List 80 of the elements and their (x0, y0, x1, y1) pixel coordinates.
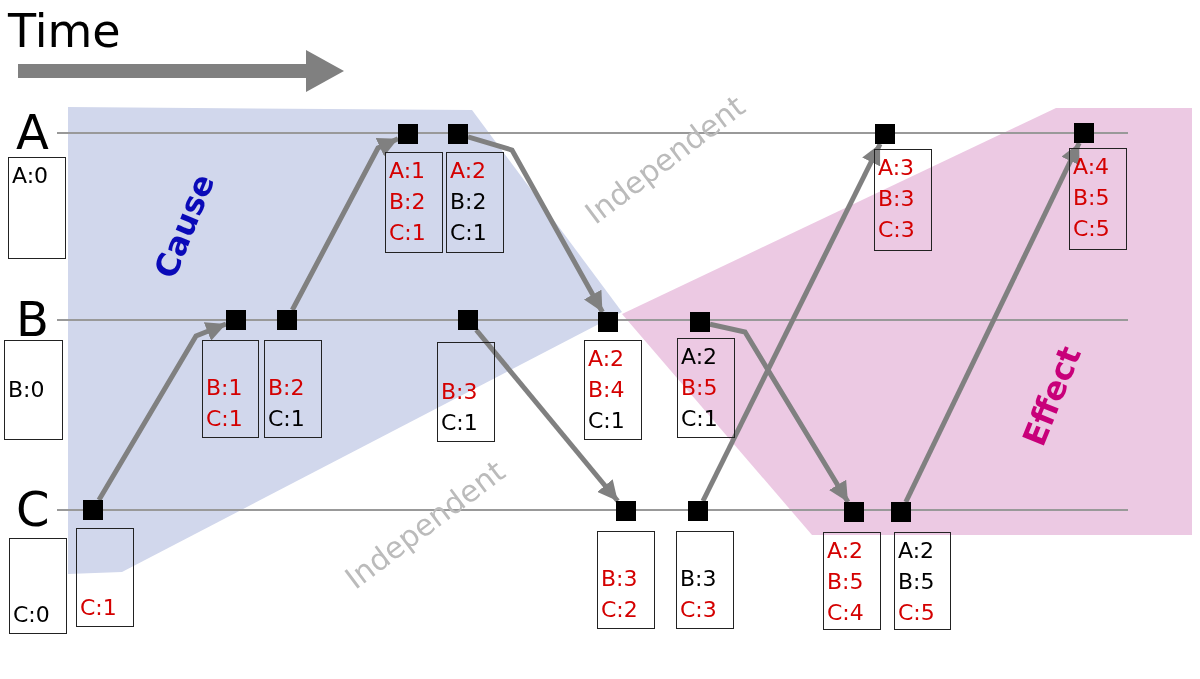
clock-entry: B:5 (898, 568, 936, 596)
event-marker (891, 502, 911, 522)
clock-entry: B:3 (680, 565, 718, 593)
clock-entry: A:2 (588, 345, 626, 373)
process-label: C (16, 485, 50, 533)
event-marker (448, 124, 468, 144)
arrow (700, 142, 883, 503)
clock-entry: B:3 (878, 185, 916, 213)
vector-clock-box (8, 157, 66, 259)
clock-entry: B:2 (268, 374, 306, 402)
event-marker (598, 312, 618, 332)
clock-entry: A:2 (450, 157, 488, 185)
clock-entry: B:0 (8, 376, 46, 404)
clock-entry: C:4 (827, 599, 865, 627)
vector-clock-box (823, 532, 881, 630)
vector-clock-box (76, 528, 134, 627)
event-marker (875, 124, 895, 144)
event-marker (83, 500, 103, 520)
clock-entry: C:3 (680, 596, 718, 624)
vector-clock-box (677, 338, 735, 438)
vector-clock-box (597, 531, 655, 629)
clock-entry: A:2 (681, 343, 719, 371)
clock-entry: A:3 (878, 154, 916, 182)
clock-entry: C:1 (80, 594, 118, 622)
clock-entry: B:2 (450, 188, 488, 216)
clock-entry: B:5 (827, 568, 865, 596)
vector-clock-box (874, 149, 932, 251)
vector-clock-box (676, 531, 734, 629)
clock-entry: B:4 (588, 376, 626, 404)
clock-entry: A:2 (827, 537, 865, 565)
event-marker (277, 310, 297, 330)
clock-entry: B:3 (441, 378, 479, 406)
clock-entry: C:2 (601, 596, 639, 624)
vector-clock-box (264, 340, 322, 438)
arrow (903, 141, 1082, 504)
process-label: B (16, 295, 49, 343)
clock-entry: C:1 (389, 219, 427, 247)
clock-entry: B:1 (206, 374, 244, 402)
vector-clock-box (446, 152, 504, 253)
clock-entry: C:1 (441, 409, 479, 437)
vector-clock-box (437, 342, 495, 442)
vector-clock-box (385, 152, 443, 253)
clock-entry: C:3 (878, 216, 916, 244)
vector-clock-box (4, 340, 63, 440)
event-marker (398, 124, 418, 144)
clock-entry: C:5 (898, 599, 936, 627)
clock-entry: C:5 (1073, 215, 1111, 243)
arrow (474, 328, 620, 503)
clock-entry: C:1 (588, 407, 626, 435)
clock-entry: B:5 (681, 374, 719, 402)
vector-clock-box (202, 340, 259, 438)
clock-entry: B:3 (601, 565, 639, 593)
clock-entry: C:1 (681, 405, 719, 433)
axis-title: Time (8, 8, 121, 54)
vector-clock-box (584, 340, 642, 440)
clock-entry: A:0 (12, 162, 50, 190)
clock-entry: A:2 (898, 537, 936, 565)
arrow (467, 134, 605, 314)
event-marker (844, 502, 864, 522)
vector-clock-box (9, 538, 67, 634)
event-marker (458, 310, 478, 330)
process-label: A (16, 108, 49, 156)
vector-clock-box (1069, 148, 1127, 250)
event-marker (226, 310, 246, 330)
event-marker (616, 501, 636, 521)
clock-entry: A:1 (389, 157, 427, 185)
arrow (709, 321, 851, 504)
clock-entry: A:4 (1073, 153, 1111, 181)
clock-entry: C:1 (450, 219, 488, 247)
event-marker (1074, 123, 1094, 143)
vector-clock-box (894, 532, 951, 630)
clock-entry: C:1 (268, 405, 306, 433)
event-marker (688, 501, 708, 521)
clock-entry: C:1 (206, 405, 244, 433)
clock-entry: B:5 (1073, 184, 1111, 212)
event-marker (690, 312, 710, 332)
clock-entry: C:0 (13, 601, 51, 629)
arrow (96, 321, 227, 502)
clock-entry: B:2 (389, 188, 427, 216)
arrow (290, 136, 400, 312)
